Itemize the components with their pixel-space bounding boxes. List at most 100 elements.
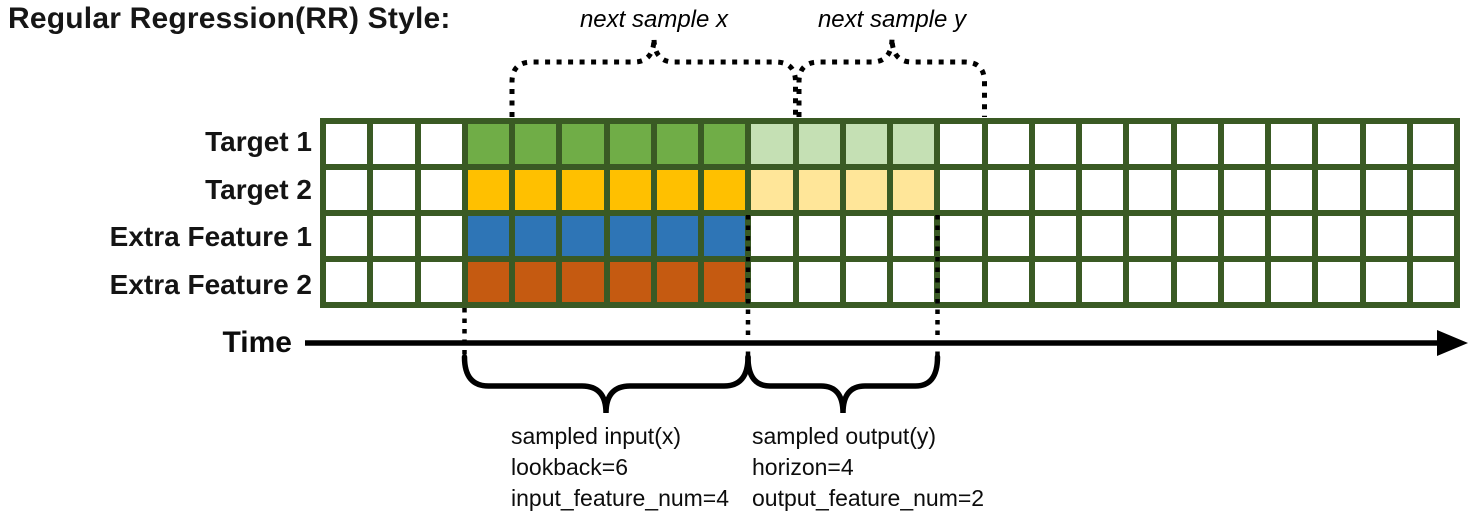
grid-cell [1365, 170, 1407, 210]
grid-cell [1412, 216, 1454, 256]
grid-cell [845, 170, 887, 210]
grid-cell [420, 216, 462, 256]
grid-cell [845, 124, 887, 164]
grid-cell [373, 170, 415, 210]
output-caption-line-3: output_feature_num=2 [752, 485, 985, 511]
grid-cell [1176, 262, 1218, 302]
grid-cell [515, 170, 557, 210]
grid-cell [751, 170, 793, 210]
grid-cell [326, 216, 368, 256]
grid-cell [940, 262, 982, 302]
next-sample-x-label: next sample x [579, 6, 729, 33]
grid-cell [420, 170, 462, 210]
output-caption-line-2: horizon=4 [752, 454, 854, 480]
row-label-target-1: Target 1 [205, 126, 312, 157]
grid-cell [798, 170, 840, 210]
grid-cell [656, 262, 698, 302]
row-label-extra-feature-2: Extra Feature 2 [109, 268, 312, 300]
grid-cell [798, 124, 840, 164]
grid-cell [1223, 216, 1265, 256]
grid-cell [373, 262, 415, 302]
next-sample-x-brace [509, 37, 798, 117]
grid-cell [326, 124, 368, 164]
grid-cell [1223, 170, 1265, 210]
output-caption: sampled output(y) horizon=4 output_featu… [752, 421, 984, 514]
input-caption: sampled input(x) lookback=6 input_featur… [511, 421, 729, 514]
grid-cell [845, 262, 887, 302]
grid-cell [751, 262, 793, 302]
grid-cell [751, 124, 793, 164]
next-sample-y-brace [796, 37, 987, 117]
grid-cell [515, 216, 557, 256]
grid-cell [1318, 124, 1360, 164]
grid-cell [1129, 124, 1171, 164]
input-caption-line-2: lookback=6 [511, 454, 628, 480]
grid-cell [1412, 170, 1454, 210]
grid-cell [893, 216, 935, 256]
grid-cell [467, 262, 509, 302]
grid-cell [326, 170, 368, 210]
grid-cell [1034, 262, 1076, 302]
grid-cell [562, 124, 604, 164]
grid-cell [1318, 170, 1360, 210]
grid-cell [467, 216, 509, 256]
grid-cell [656, 124, 698, 164]
grid-cell [420, 124, 462, 164]
grid-cell [609, 170, 651, 210]
grid-cell [1318, 216, 1360, 256]
grid-cell [1082, 216, 1124, 256]
grid-cell [1176, 216, 1218, 256]
grid-cell [373, 216, 415, 256]
grid-cell [1365, 262, 1407, 302]
grid-cell [515, 124, 557, 164]
grid-cell [940, 216, 982, 256]
grid-cell [1412, 124, 1454, 164]
grid-cell [1365, 216, 1407, 256]
input-caption-line-3: input_feature_num=4 [511, 485, 730, 511]
grid-cell [656, 170, 698, 210]
grid-cell [987, 170, 1029, 210]
grid-cell [609, 262, 651, 302]
grid-cell [751, 216, 793, 256]
grid-cell [987, 124, 1029, 164]
grid-cell [1271, 170, 1313, 210]
grid-cell [704, 170, 746, 210]
grid-cell [987, 262, 1029, 302]
grid-cell [609, 124, 651, 164]
grid-cell [1034, 124, 1076, 164]
diagram-title: Regular Regression(RR) Style: [8, 2, 451, 35]
grid-cell [1034, 170, 1076, 210]
grid-cell [1223, 262, 1265, 302]
row-label-extra-feature-1: Extra Feature 1 [109, 221, 312, 252]
grid-cell [1176, 170, 1218, 210]
grid-cell [1271, 216, 1313, 256]
grid-cell [798, 262, 840, 302]
grid-cell [467, 170, 509, 210]
output-window-brace [745, 354, 941, 414]
grid-cell [515, 262, 557, 302]
input-caption-line-1: sampled input(x) [511, 423, 682, 449]
grid-cell [1082, 124, 1124, 164]
grid-cell [420, 262, 462, 302]
grid-cell [467, 124, 509, 164]
grid-cell [656, 216, 698, 256]
grid-cell [562, 262, 604, 302]
grid-cell [940, 170, 982, 210]
next-sample-y-label: next sample y [817, 6, 967, 33]
grid-cell [1129, 170, 1171, 210]
grid-cell [1034, 216, 1076, 256]
grid-cell [845, 216, 887, 256]
grid-cell [1082, 262, 1124, 302]
time-axis-arrowhead-icon [1437, 330, 1468, 356]
grid-cell [1412, 262, 1454, 302]
input-window-brace [461, 354, 751, 414]
grid-cell [940, 124, 982, 164]
grid-cell [704, 124, 746, 164]
output-caption-line-1: sampled output(y) [752, 423, 937, 449]
row-label-target-2: Target 2 [205, 173, 312, 205]
grid-cell [1129, 262, 1171, 302]
grid-cell [1176, 124, 1218, 164]
grid-cell [704, 216, 746, 256]
